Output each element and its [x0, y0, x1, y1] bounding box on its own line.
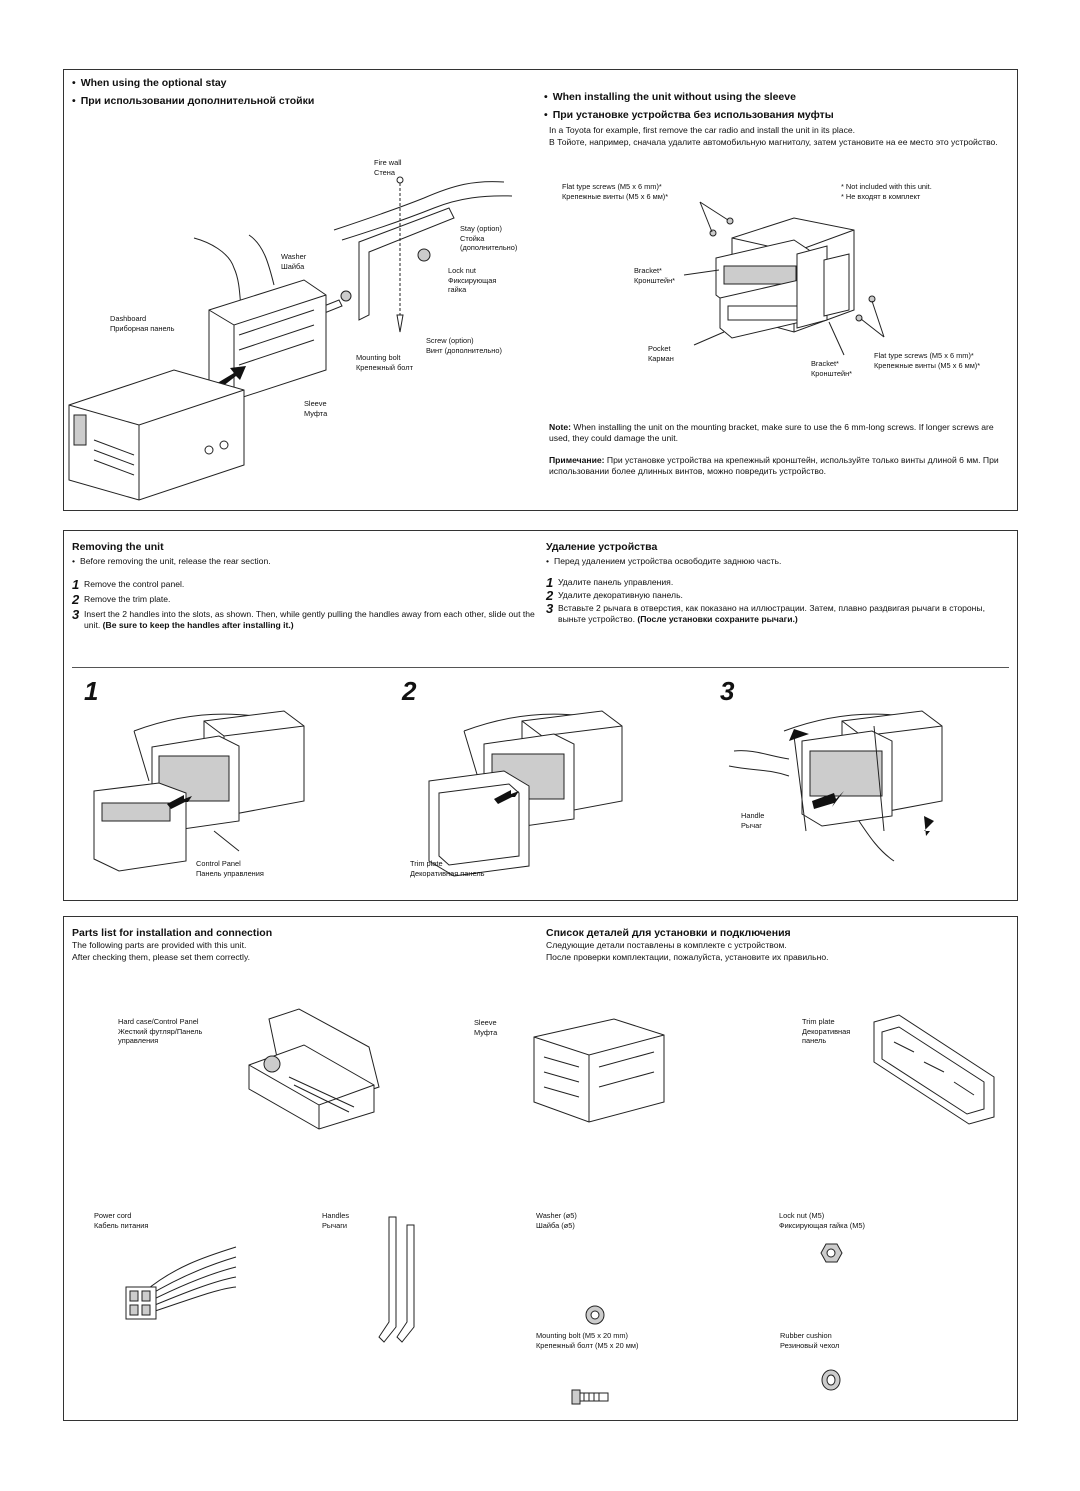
- label-not-included: * Not included with this unit. * Не вход…: [841, 182, 932, 201]
- removal-figures: [93, 710, 943, 877]
- removing-title-ru: Удаление устройства: [546, 541, 658, 553]
- note-en: Note: When installing the unit on the mo…: [549, 422, 1009, 444]
- part-handles-label: Handles Рычаги: [322, 1211, 350, 1230]
- label-bracket-left: Bracket* Кронштейн*: [634, 266, 676, 285]
- label-sleeve: Sleeve Муфта: [304, 399, 328, 418]
- no-sleeve-title-en: When installing the unit without using t…: [544, 91, 796, 103]
- parts-title-en: Parts list for installation and connecti…: [72, 927, 273, 939]
- note-ru-label: Примечание:: [549, 455, 605, 465]
- parts-desc-ru-1: Следующие детали поставлены в комплекте …: [546, 940, 787, 950]
- step-number: 3: [546, 601, 554, 616]
- no-sleeve-title-ru: При установке устройства без использован…: [544, 109, 834, 121]
- step-number: 1: [72, 577, 80, 592]
- part-lock-nut-label: Lock nut (M5) Фиксирующая гайка (M5): [779, 1211, 865, 1230]
- step-3-note-ru: (После установки сохраните рычаги.): [637, 614, 798, 624]
- label-handle: Handle Рычаг: [741, 811, 765, 830]
- part-sleeve-label: Sleeve Муфта: [474, 1018, 498, 1037]
- step-text: Удалите панель управления.: [558, 577, 674, 587]
- mounting-bolt-illustration: [571, 1389, 609, 1405]
- parts-desc-en-1: The following parts are provided with th…: [72, 940, 247, 950]
- step-2-ru: 2 Удалите декоративную панель.: [546, 588, 1011, 603]
- installation-section: When using the optional stay При использ…: [63, 69, 1018, 511]
- removing-steps-en: 1 Remove the control panel. 2 Remove the t…: [72, 577, 537, 631]
- step-text: Remove the control panel.: [84, 579, 185, 589]
- removing-title-en: Removing the unit: [72, 541, 164, 553]
- step-number: 2: [546, 588, 554, 603]
- figure-number-1: 1: [84, 676, 99, 706]
- lock-nut-illustration: [820, 1243, 843, 1263]
- step-number: 1: [546, 575, 554, 590]
- note-en-label: Note:: [549, 422, 571, 432]
- part-washer-label: Washer (ø5) Шайба (ø5): [536, 1211, 577, 1230]
- figure-number-3: 3: [720, 676, 735, 706]
- step-text: Insert the 2 handles into the slots, as …: [84, 609, 535, 630]
- stay-title-en: When using the optional stay: [72, 77, 227, 89]
- step-3-note-en: (Be sure to keep the handles after insta…: [102, 620, 294, 630]
- note-en-text: When installing the unit on the mounting…: [549, 422, 994, 443]
- label-fire-wall: Fire wall Стена: [374, 158, 402, 177]
- step-text: Remove the trim plate.: [84, 594, 171, 604]
- step-2-en: 2 Remove the trim plate.: [72, 592, 537, 607]
- figure-number-2: 2: [402, 676, 417, 706]
- no-sleeve-intro-en: In a Toyota for example, first remove th…: [549, 125, 856, 135]
- removing-bullet-en: Before removing the unit, release the re…: [72, 556, 271, 567]
- parts-list-section: Parts list for installation and connecti…: [63, 916, 1018, 1421]
- label-control-panel: Control Panel Панель управления: [196, 859, 264, 878]
- note-ru: Примечание: При установке устройства на …: [549, 455, 1009, 477]
- parts-desc-ru-2: После проверки комплектации, пожалуйста,…: [546, 952, 829, 962]
- part-power-cord-label: Power cord Кабель питания: [94, 1211, 149, 1230]
- no-sleeve-intro-ru: В Тойоте, например, сначала удалите авто…: [549, 137, 998, 147]
- part-trim-plate-label: Trim plate Декоративная панель: [802, 1017, 851, 1045]
- label-stay: Stay (option) Стойка (дополнительно): [460, 224, 518, 252]
- label-flat-screws-top: Flat type screws (M5 x 6 mm)* Крепежные …: [562, 182, 669, 201]
- label-washer: Washer Шайба: [281, 252, 307, 271]
- step-3-en: 3 Insert the 2 handles into the slots, as…: [72, 607, 537, 631]
- label-flat-screws-right: Flat type screws (M5 x 6 mm)* Крепежные …: [874, 351, 981, 370]
- hard-case-illustration: [248, 1008, 380, 1130]
- label-screw: Screw (option) Винт (дополнительно): [426, 336, 502, 355]
- step-text: Вставьте 2 рычага в отверстия, как показ…: [558, 603, 985, 624]
- removing-steps-ru: 1 Удалите панель управления. 2 Удалите дек…: [546, 575, 1011, 625]
- part-mounting-bolt-label: Mounting bolt (M5 x 20 mm) Крепежный бол…: [536, 1331, 639, 1350]
- stay-title-ru: При использовании дополнительной стойки: [72, 95, 315, 107]
- sleeve-illustration: [533, 1018, 665, 1123]
- parts-illustrations: [125, 1008, 995, 1405]
- label-lock-nut: Lock nut Фиксирующая гайка: [448, 266, 497, 294]
- part-rubber-cushion-label: Rubber cushion Резиновый чехол: [780, 1331, 840, 1350]
- part-hard-case-label: Hard case/Control Panel Жесткий футляр/П…: [118, 1017, 203, 1045]
- label-mounting-bolt: Mounting bolt Крепежный болт: [356, 353, 413, 372]
- parts-title-ru: Список деталей для установки и подключен…: [546, 927, 791, 939]
- label-dashboard: Dashboard Приборная панель: [110, 314, 175, 333]
- parts-desc-en-2: After checking them, please set them cor…: [72, 952, 250, 962]
- trim-plate-illustration: [873, 1014, 995, 1125]
- label-bracket-right: Bracket* Кронштейн*: [811, 359, 853, 378]
- label-pocket: Pocket Карман: [648, 344, 674, 363]
- stay-installation-illustration: [68, 176, 513, 501]
- step-3-ru: 3 Вставьте 2 рычага в отверстия, как пока…: [546, 601, 1011, 625]
- power-cord-illustration: [125, 1246, 237, 1320]
- label-trim-plate: Trim plate Декоративная панель: [410, 859, 485, 878]
- bracket-installation-illustration: [683, 201, 885, 356]
- step-1-ru: 1 Удалите панель управления.: [546, 575, 1011, 590]
- step-1-en: 1 Remove the control panel.: [72, 577, 537, 592]
- divider: [72, 667, 1009, 668]
- rubber-cushion-illustration: [821, 1369, 841, 1391]
- handles-illustration: [378, 1216, 415, 1343]
- step-text: Удалите декоративную панель.: [558, 590, 683, 600]
- removing-section: Removing the unit Before removing the un…: [63, 530, 1018, 901]
- step-number: 2: [72, 592, 80, 607]
- removing-bullet-ru: Перед удалением устройства освободите за…: [546, 556, 781, 567]
- step-number: 3: [72, 607, 80, 622]
- note-ru-text: При установке устройства на крепежный кр…: [549, 455, 999, 476]
